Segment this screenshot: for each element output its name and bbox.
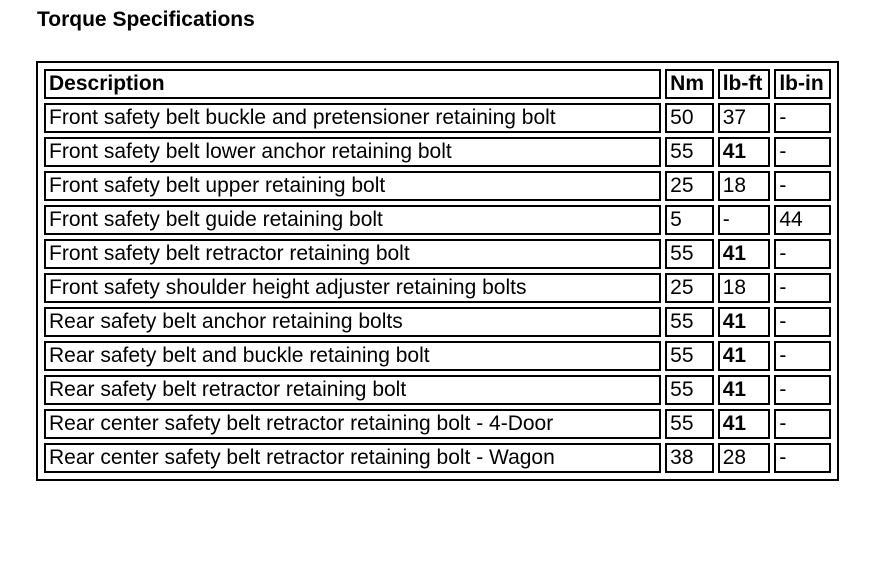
cell-lb-ft: 18 (717, 171, 771, 201)
cell-lb-in: 44 (774, 205, 831, 235)
cell-lb-ft: 41 (717, 307, 771, 337)
header-description: Description (44, 69, 662, 99)
cell-lb-ft: 41 (717, 137, 771, 167)
table-row: Rear safety belt anchor retaining bolts … (44, 307, 831, 337)
table-row: Rear center safety belt retractor retain… (44, 443, 831, 473)
cell-description: Rear center safety belt retractor retain… (44, 443, 662, 473)
cell-lb-ft: 18 (717, 273, 771, 303)
cell-nm: 55 (665, 239, 714, 269)
cell-description: Front safety shoulder height adjuster re… (44, 273, 662, 303)
cell-lb-in: - (774, 341, 831, 371)
cell-lb-in: - (774, 307, 831, 337)
cell-lb-in: - (774, 137, 831, 167)
page-title: Torque Specifications (37, 8, 255, 31)
cell-nm: 55 (665, 341, 714, 371)
cell-nm: 25 (665, 273, 714, 303)
table-row: Front safety belt retractor retaining bo… (44, 239, 831, 269)
cell-nm: 50 (665, 103, 714, 133)
cell-nm: 5 (665, 205, 714, 235)
cell-description: Rear safety belt retractor retaining bol… (44, 375, 662, 405)
cell-description: Rear safety belt and buckle retaining bo… (44, 341, 662, 371)
table-header-row: Description Nm lb-ft lb-in (44, 69, 831, 99)
cell-lb-in: - (774, 443, 831, 473)
cell-description: Front safety belt lower anchor retaining… (44, 137, 662, 167)
torque-spec-table: Description Nm lb-ft lb-in Front safety … (40, 65, 835, 477)
cell-description: Rear center safety belt retractor retain… (44, 409, 662, 439)
table-row: Front safety belt buckle and pretensione… (44, 103, 831, 133)
table-row: Rear center safety belt retractor retain… (44, 409, 831, 439)
cell-lb-ft: - (717, 205, 771, 235)
cell-lb-ft: 28 (717, 443, 771, 473)
header-nm: Nm (665, 69, 714, 99)
cell-description: Rear safety belt anchor retaining bolts (44, 307, 662, 337)
cell-lb-ft: 41 (717, 375, 771, 405)
cell-lb-ft: 41 (717, 409, 771, 439)
cell-lb-in: - (774, 171, 831, 201)
cell-nm: 55 (665, 375, 714, 405)
table-row: Front safety belt upper retaining bolt 2… (44, 171, 831, 201)
header-lb-ft: lb-ft (717, 69, 771, 99)
cell-nm: 55 (665, 307, 714, 337)
cell-lb-ft: 37 (717, 103, 771, 133)
cell-description: Front safety belt guide retaining bolt (44, 205, 662, 235)
table-row: Front safety shoulder height adjuster re… (44, 273, 831, 303)
table-row: Rear safety belt and buckle retaining bo… (44, 341, 831, 371)
cell-nm: 38 (665, 443, 714, 473)
cell-lb-in: - (774, 239, 831, 269)
table-row: Rear safety belt retractor retaining bol… (44, 375, 831, 405)
cell-nm: 55 (665, 137, 714, 167)
cell-lb-ft: 41 (717, 341, 771, 371)
header-lb-in: lb-in (774, 69, 831, 99)
cell-nm: 55 (665, 409, 714, 439)
cell-lb-in: - (774, 273, 831, 303)
cell-lb-in: - (774, 375, 831, 405)
table-row: Front safety belt guide retaining bolt 5… (44, 205, 831, 235)
cell-description: Front safety belt buckle and pretensione… (44, 103, 662, 133)
cell-nm: 25 (665, 171, 714, 201)
cell-description: Front safety belt retractor retaining bo… (44, 239, 662, 269)
cell-description: Front safety belt upper retaining bolt (44, 171, 662, 201)
cell-lb-ft: 41 (717, 239, 771, 269)
table-row: Front safety belt lower anchor retaining… (44, 137, 831, 167)
torque-table-frame: Description Nm lb-ft lb-in Front safety … (36, 61, 839, 481)
cell-lb-in: - (774, 409, 831, 439)
cell-lb-in: - (774, 103, 831, 133)
